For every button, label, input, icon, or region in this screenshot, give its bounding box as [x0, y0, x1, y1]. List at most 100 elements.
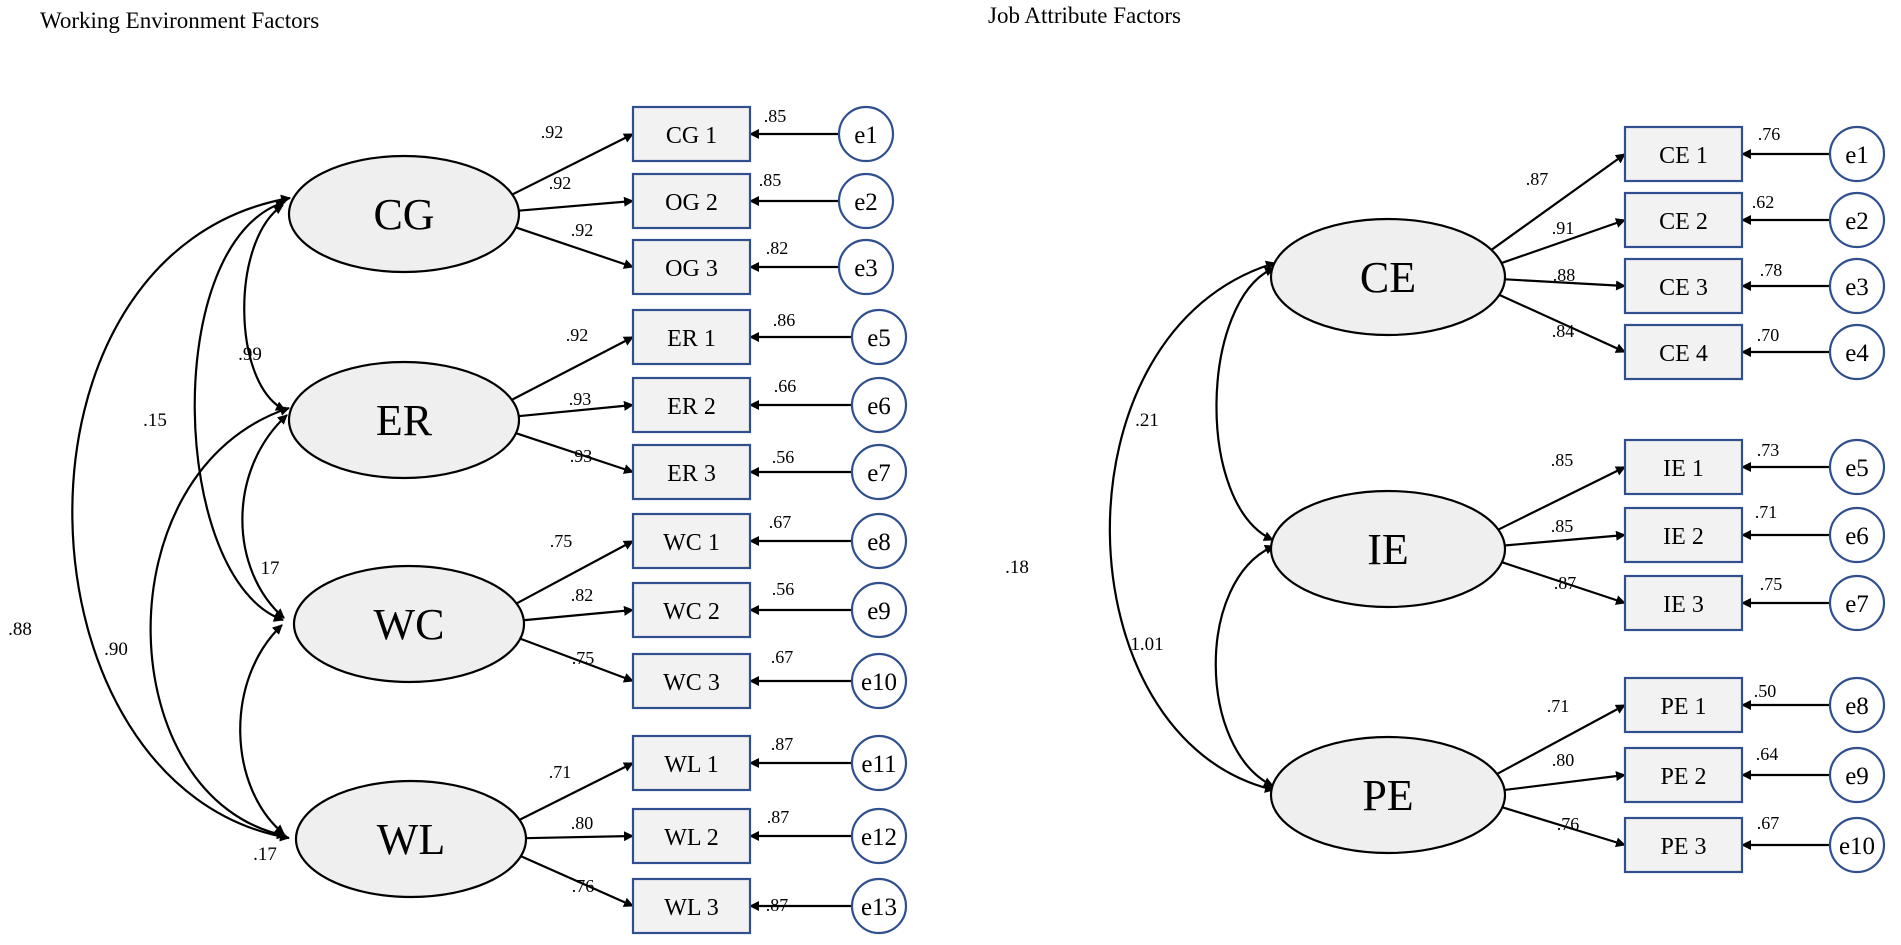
- error-term-working-environment-e8: [850, 512, 908, 570]
- error-label: e3: [854, 255, 878, 282]
- indicator-label: CE 1: [1659, 143, 1708, 169]
- latent-er: [287, 360, 521, 480]
- covariance-value: .17: [253, 844, 277, 865]
- error-term-job-attribute-e9: [1828, 746, 1886, 804]
- indicator-box-working-environment-er-1: [631, 308, 752, 366]
- error-label: e6: [1845, 523, 1869, 550]
- r-squared-value: .73: [1757, 440, 1780, 460]
- indicator-box-job-attribute-ce-2: [1623, 191, 1744, 249]
- cov-cg-wl: [71, 194, 291, 842]
- r-squared-value: .62: [1752, 192, 1775, 212]
- loading-value: .87: [1554, 573, 1577, 593]
- indicator-label: IE 1: [1663, 456, 1704, 482]
- loading-path-wc-2: [521, 605, 634, 622]
- loading-path-wl-3: [518, 854, 634, 908]
- error-label: e9: [867, 598, 891, 625]
- covariance-value: .15: [143, 410, 167, 431]
- r-squared-value: .87: [771, 734, 794, 754]
- r-squared-value: .86: [773, 310, 796, 330]
- indicator-label: OG 2: [665, 190, 718, 216]
- loading-path-ce-3: [1503, 278, 1626, 291]
- error-term-job-attribute-e10: [1828, 816, 1886, 874]
- error-term-job-attribute-e1: [1828, 125, 1886, 183]
- r-squared-value: .85: [764, 106, 787, 126]
- r-squared-value: .82: [766, 238, 789, 258]
- loading-path-pe-1: [1495, 704, 1626, 776]
- error-term-job-attribute-e5: [1828, 438, 1886, 496]
- indicator-label: ER 3: [667, 461, 716, 487]
- covariance-value: .99: [238, 344, 262, 365]
- error-label: e12: [861, 824, 897, 851]
- loading-path-ie-1: [1496, 466, 1626, 532]
- cov-ie-pe: [1214, 544, 1275, 787]
- loading-value: .92: [549, 173, 572, 193]
- loading-path-er-1: [509, 336, 634, 402]
- cov-er-wc: [241, 414, 288, 619]
- error-label: e1: [854, 122, 878, 149]
- loading-path-cg-3: [514, 225, 634, 269]
- indicator-label: IE 2: [1663, 524, 1704, 550]
- indicator-box-job-attribute-ce-1: [1623, 125, 1744, 183]
- loading-path-cg-2: [517, 196, 634, 212]
- error-term-working-environment-e6: [850, 376, 908, 434]
- r-squared-value: .71: [1755, 502, 1778, 522]
- error-term-working-environment-e10: [850, 652, 908, 710]
- error-label: e6: [867, 393, 891, 420]
- latent-label-wc: WC: [374, 600, 445, 649]
- loading-value: .75: [550, 531, 573, 551]
- indicator-box-job-attribute-pe-1: [1623, 676, 1744, 734]
- loading-value: .75: [572, 648, 595, 668]
- indicator-label: OG 3: [665, 256, 718, 282]
- error-term-job-attribute-e7: [1828, 574, 1886, 632]
- cov-er-wl: [149, 406, 290, 840]
- error-label: e7: [1845, 591, 1869, 618]
- error-label: e10: [1839, 833, 1875, 860]
- latent-label-ie: IE: [1367, 525, 1409, 574]
- error-term-working-environment-e2: [837, 172, 895, 230]
- loading-path-ie-2: [1502, 530, 1626, 547]
- indicator-label: CG 1: [666, 123, 717, 149]
- error-label: e9: [1845, 763, 1869, 790]
- latent-ie: [1269, 489, 1507, 609]
- indicator-label: WC 3: [663, 670, 720, 696]
- loading-path-ce-2: [1499, 218, 1626, 265]
- error-term-job-attribute-e8: [1828, 676, 1886, 734]
- indicator-box-job-attribute-ie-3: [1623, 574, 1744, 632]
- cov-cg-wc: [193, 199, 286, 622]
- r-squared-value: .87: [766, 895, 789, 915]
- error-term-job-attribute-e3: [1828, 257, 1886, 315]
- error-label: e8: [1845, 693, 1869, 720]
- loading-path-er-3: [514, 431, 634, 474]
- r-squared-value: .56: [772, 447, 795, 467]
- loading-value: .87: [1526, 169, 1549, 189]
- latent-pe: [1269, 735, 1507, 855]
- indicator-label: PE 3: [1660, 834, 1706, 860]
- loading-value: .85: [1551, 516, 1574, 536]
- indicator-box-working-environment-wc-2: [631, 581, 752, 639]
- indicator-box-working-environment-wl-1: [631, 734, 752, 792]
- cov-ce-pe: [1108, 260, 1276, 793]
- r-squared-value: .70: [1757, 325, 1780, 345]
- indicator-box-job-attribute-ie-2: [1623, 506, 1744, 564]
- loading-value: .71: [1547, 696, 1570, 716]
- indicator-box-job-attribute-pe-2: [1623, 746, 1744, 804]
- loading-path-pe-2: [1502, 771, 1626, 792]
- indicator-box-working-environment-cg-2: [631, 172, 752, 230]
- indicator-label: CE 4: [1659, 341, 1708, 367]
- error-term-working-environment-e7: [850, 443, 908, 501]
- r-squared-value: .67: [1757, 813, 1780, 833]
- panel-title-working-environment: Working Environment Factors: [40, 8, 319, 33]
- loading-value: .92: [566, 325, 589, 345]
- covariance-value: 1.01: [1130, 634, 1163, 655]
- indicator-box-job-attribute-pe-3: [1623, 816, 1744, 874]
- error-term-working-environment-e11: [850, 734, 908, 792]
- indicator-label: WL 3: [664, 895, 718, 921]
- error-label: e2: [854, 189, 878, 216]
- indicator-label: WL 1: [664, 752, 718, 778]
- panel-title-job-attribute: Job Attribute Factors: [988, 3, 1181, 28]
- nodes-layer: [287, 105, 1886, 935]
- loading-path-ce-1: [1489, 153, 1626, 252]
- latent-label-ce: CE: [1360, 253, 1416, 302]
- indicator-box-working-environment-wl-2: [631, 807, 752, 865]
